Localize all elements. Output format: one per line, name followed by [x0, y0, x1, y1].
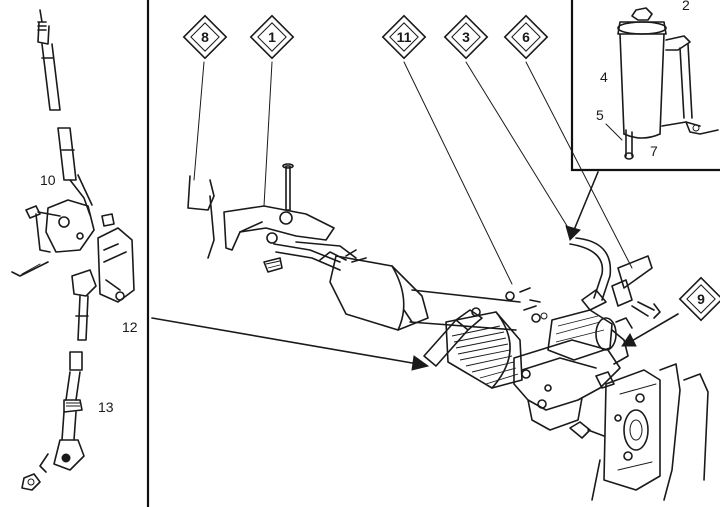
- label-7: 7: [650, 143, 658, 159]
- arrow-12: [151, 317, 419, 365]
- steering-gear-assembly: [187, 163, 709, 501]
- callout-11-text: 11: [397, 29, 412, 45]
- label-12: 12: [122, 319, 138, 335]
- callout-6: 6: [503, 14, 549, 60]
- callout-9: 9: [678, 276, 720, 322]
- steering-linkage: [11, 9, 135, 491]
- fluid-reservoir: [617, 7, 719, 160]
- label-13: 13: [98, 399, 114, 415]
- callout-1: 1: [249, 14, 295, 60]
- callout-6-text: 6: [522, 29, 530, 45]
- callout-leaders: [193, 61, 679, 347]
- label-2: 2: [682, 0, 690, 13]
- inset-panel-frame: [570, 0, 720, 172]
- callout-3: 3: [443, 14, 489, 60]
- callout-9-text: 9: [697, 291, 705, 307]
- label-5: 5: [596, 107, 604, 123]
- callout-8: 8: [182, 14, 228, 60]
- arrow-inset: [573, 171, 599, 231]
- callout-1-text: 1: [268, 29, 276, 45]
- leader-5: [605, 123, 623, 141]
- label-10: 10: [40, 172, 56, 188]
- label-4: 4: [600, 69, 608, 85]
- callout-3-text: 3: [462, 29, 470, 45]
- callout-11: 11: [381, 14, 427, 60]
- callout-8-text: 8: [201, 29, 209, 45]
